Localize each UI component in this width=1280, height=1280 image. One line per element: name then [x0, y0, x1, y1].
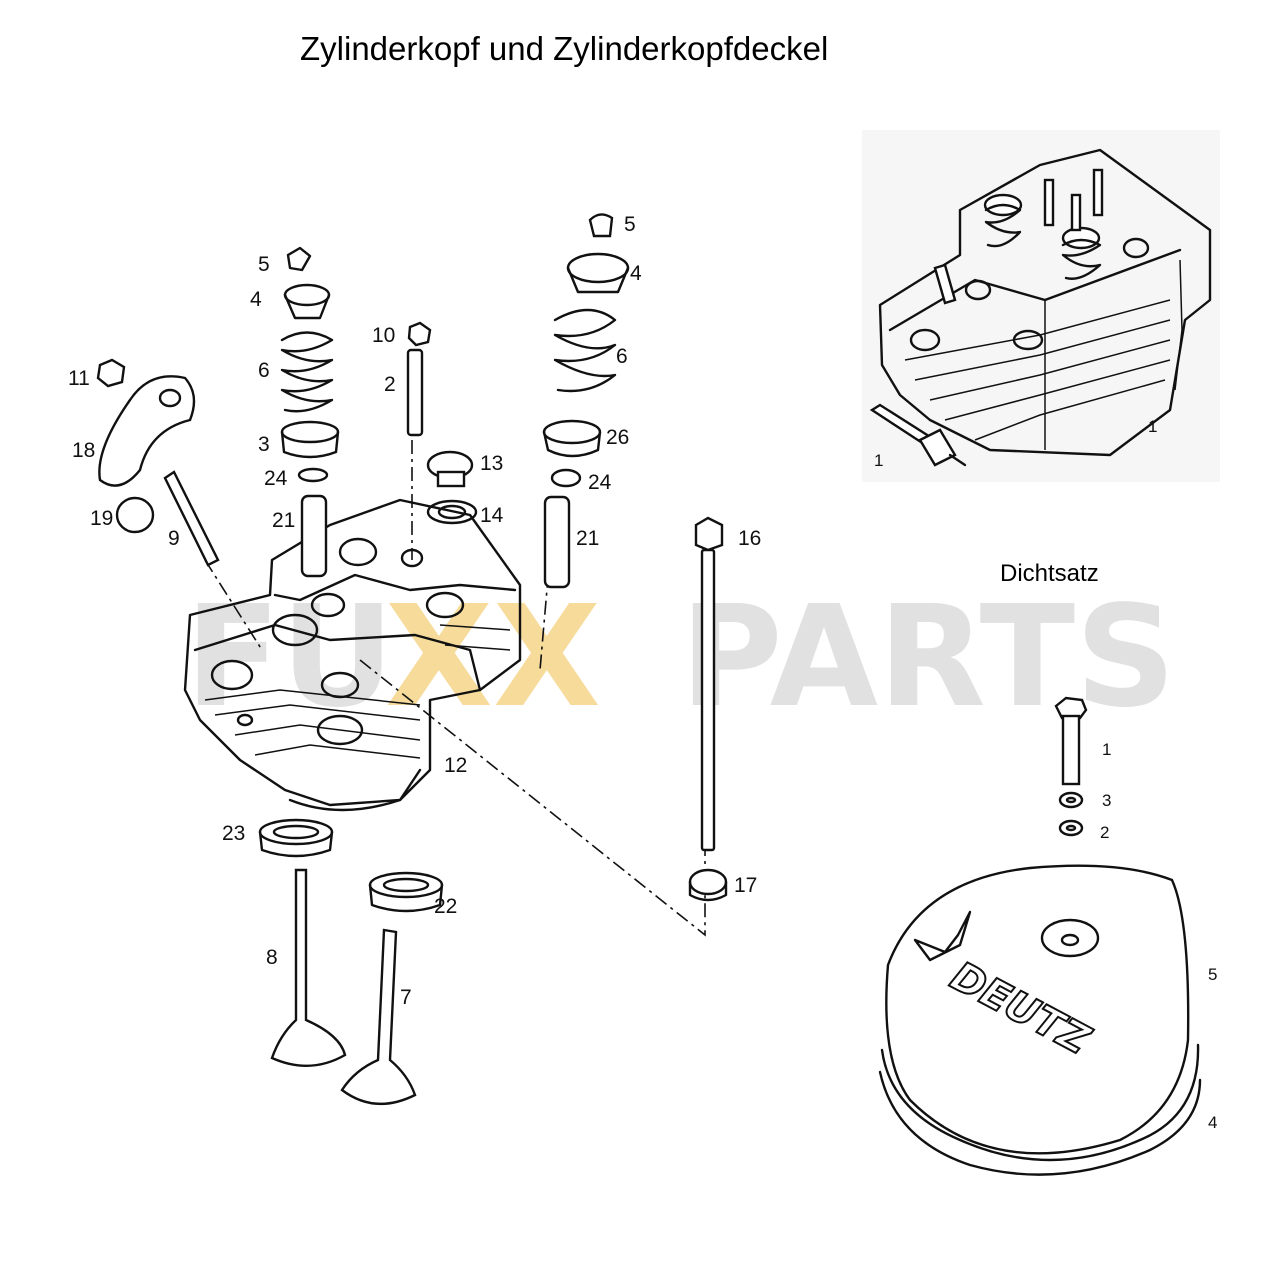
watermark-suffix: PARTS: [680, 576, 1176, 739]
callout-label: 10: [372, 324, 395, 347]
valve-seat-rings: [258, 818, 444, 913]
callout-label: 2: [384, 373, 396, 396]
callout-label: 19: [90, 507, 113, 530]
callout-label: 1: [1148, 417, 1157, 436]
assembled-head-view: [862, 130, 1220, 482]
callouts-assembly: 1 1: [874, 417, 1157, 470]
callout-label: 21: [272, 509, 295, 532]
right-valve-stack: [542, 213, 630, 589]
ring-24-left: [297, 467, 329, 483]
valve-cover-view: DEUTZ: [878, 696, 1202, 1176]
watermark: FU XX PARTS: [185, 576, 1176, 739]
stud-nut-center: [406, 321, 432, 437]
callout-label: 1: [1102, 740, 1111, 759]
callout-label: 7: [400, 986, 412, 1009]
callout-label: 21: [576, 527, 599, 550]
cylinder-head: [183, 498, 522, 812]
callout-label: 14: [480, 504, 504, 527]
valve-key-left: [286, 246, 312, 272]
callout-label: 11: [68, 367, 90, 390]
spring-seat-left: [280, 420, 340, 444]
callouts-cover: 1 3 2 5 4: [1100, 740, 1217, 1132]
callout-label: 12: [444, 754, 467, 777]
callout-label: 9: [168, 527, 180, 550]
callouts-main: 5 4 6 3 24 21 10 2 11 18 19 9 13 14 5 4 …: [68, 213, 761, 1009]
dichtsatz-label: Dichtsatz: [1000, 560, 1099, 587]
watermark-prefix: FU: [185, 576, 394, 739]
callout-label: 8: [266, 946, 278, 969]
callout-label: 6: [616, 345, 628, 368]
callout-label: 23: [222, 822, 245, 845]
callout-label: 22: [434, 895, 457, 918]
callout-label: 1: [874, 451, 883, 470]
watermark-mid: XX: [385, 576, 601, 739]
callout-label: 6: [258, 359, 270, 382]
callout-label: 5: [624, 213, 636, 236]
left-valve-stack: [280, 246, 340, 578]
callout-label: 18: [72, 439, 95, 462]
callout-label: 5: [258, 253, 270, 276]
spring-retainer-left: [283, 283, 331, 307]
plug-washer: [426, 450, 478, 525]
callout-label: 3: [1102, 791, 1111, 810]
callout-label: 4: [630, 262, 642, 285]
callout-label: 16: [738, 527, 761, 550]
callout-label: 13: [480, 452, 503, 475]
callout-label: 5: [1208, 965, 1217, 984]
page-title: Zylinderkopf und Zylinderkopfdeckel: [300, 30, 829, 67]
valve-guide-left: [300, 494, 328, 578]
valves: [270, 868, 417, 1105]
callout-label: 24: [264, 467, 288, 490]
callout-label: 4: [1208, 1113, 1217, 1132]
callout-label: 17: [734, 874, 757, 897]
callout-label: 26: [606, 426, 629, 449]
long-bolt: [688, 516, 728, 902]
rocker-group: [96, 358, 220, 567]
callout-label: 2: [1100, 823, 1109, 842]
callout-label: 3: [258, 433, 270, 456]
callout-label: 4: [250, 288, 262, 311]
callout-label: 24: [588, 471, 612, 494]
